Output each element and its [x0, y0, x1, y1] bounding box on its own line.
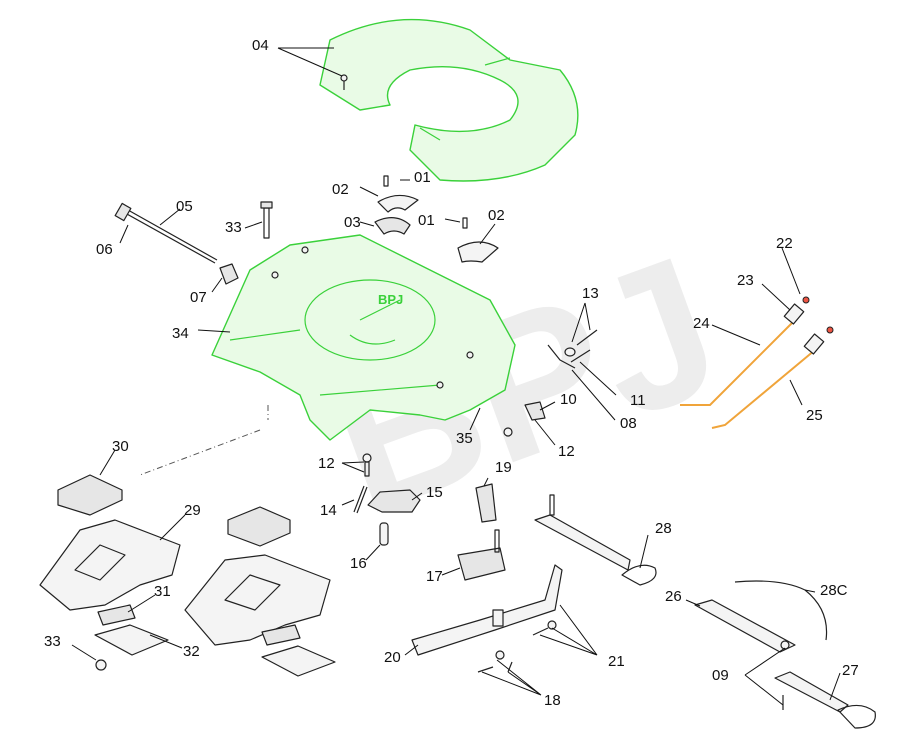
- part-16-pin[interactable]: [379, 522, 389, 546]
- label-07: 07: [190, 289, 207, 306]
- label-16: 16: [350, 555, 367, 572]
- label-27: 27: [842, 662, 859, 679]
- part-07-nut-block[interactable]: [219, 263, 239, 285]
- part-19-boot[interactable]: [475, 483, 497, 523]
- label-02b: 02: [488, 207, 505, 224]
- part-24-hose[interactable]: [680, 296, 810, 406]
- label-19: 19: [495, 459, 512, 476]
- label-09: 09: [712, 667, 729, 684]
- label-14: 14: [320, 502, 337, 519]
- label-31: 31: [154, 583, 171, 600]
- label-05: 05: [176, 198, 193, 215]
- label-20: 20: [384, 649, 401, 666]
- leader-lines: [71, 47, 841, 706]
- label-34: 34: [172, 325, 189, 342]
- part-14-spring[interactable]: [353, 485, 368, 514]
- label-02a: 02: [332, 181, 349, 198]
- part-11-washer[interactable]: [564, 347, 576, 357]
- label-29: 29: [184, 502, 201, 519]
- label-08: 08: [620, 415, 637, 432]
- part-27-handle[interactable]: [774, 671, 876, 729]
- part-10-clip[interactable]: [524, 401, 546, 421]
- part-33-top-bolt[interactable]: [260, 201, 273, 239]
- label-01b: 01: [418, 212, 435, 229]
- part-30-cap[interactable]: [57, 474, 123, 516]
- assembly-line-1: [139, 405, 269, 476]
- part-28c-cable[interactable]: [734, 580, 828, 641]
- part-18-fasteners[interactable]: [477, 650, 513, 673]
- label-24: 24: [693, 315, 710, 332]
- label-13: 13: [582, 285, 599, 302]
- bpj-logo: BPJ: [378, 292, 403, 307]
- part-25-hose[interactable]: [711, 326, 834, 429]
- mount-cap-right[interactable]: [227, 506, 291, 547]
- callout-labels: 04 01 02 03 01 02 05 06 33 07 34 13 11 0…: [44, 37, 859, 709]
- label-03: 03: [344, 214, 361, 231]
- part-13-bolts[interactable]: [570, 329, 598, 363]
- label-33a: 33: [225, 219, 242, 236]
- part-05-long-bolt[interactable]: [114, 202, 218, 264]
- part-34-fifth-wheel-plate[interactable]: BPJ: [211, 234, 516, 441]
- part-21-fasteners[interactable]: [532, 620, 557, 636]
- part-15-lock-jaw[interactable]: [367, 489, 421, 513]
- part-12-nut[interactable]: [503, 427, 513, 437]
- part-12-nut-lower[interactable]: [362, 453, 372, 477]
- label-30: 30: [112, 438, 129, 455]
- part-31-shim[interactable]: [97, 604, 136, 626]
- part-04-top-pad[interactable]: [319, 18, 579, 182]
- part-29-mount-bracket-left[interactable]: [39, 519, 181, 611]
- mount-bracket-right[interactable]: [184, 554, 331, 646]
- part-08-bracket[interactable]: [547, 344, 576, 369]
- part-33-nut[interactable]: [95, 659, 107, 671]
- label-26: 26: [665, 588, 682, 605]
- label-22: 22: [776, 235, 793, 252]
- label-33b: 33: [44, 633, 61, 650]
- label-25: 25: [806, 407, 823, 424]
- part-26-lever-plate[interactable]: [694, 599, 796, 653]
- part-28-linkage-bar[interactable]: [534, 494, 657, 586]
- label-28c: 28C: [820, 582, 848, 599]
- label-11: 11: [630, 392, 646, 409]
- label-06: 06: [96, 241, 113, 258]
- mount-clamp-right[interactable]: [261, 645, 336, 677]
- label-32: 32: [183, 643, 200, 660]
- label-12a: 12: [558, 443, 575, 460]
- part-09-bolts[interactable]: [780, 640, 790, 710]
- label-01a: 01: [414, 169, 431, 186]
- label-04: 04: [252, 37, 269, 54]
- label-18: 18: [544, 692, 561, 709]
- label-21: 21: [608, 653, 625, 670]
- label-23: 23: [737, 272, 754, 289]
- label-10: 10: [560, 391, 577, 408]
- label-17: 17: [426, 568, 443, 585]
- part-20-release-arm[interactable]: [411, 564, 563, 656]
- part-17-handle-block[interactable]: [457, 529, 506, 581]
- part-02-wear-plate-left[interactable]: [377, 175, 419, 213]
- label-12b: 12: [318, 455, 335, 472]
- label-35: 35: [456, 430, 473, 447]
- part-03-wear-plate[interactable]: [374, 217, 411, 235]
- part-02-wear-plate-right[interactable]: [457, 217, 499, 263]
- part-32-clamp[interactable]: [94, 624, 169, 656]
- mount-shim-right[interactable]: [261, 624, 301, 646]
- label-15: 15: [426, 484, 443, 501]
- label-28: 28: [655, 520, 672, 537]
